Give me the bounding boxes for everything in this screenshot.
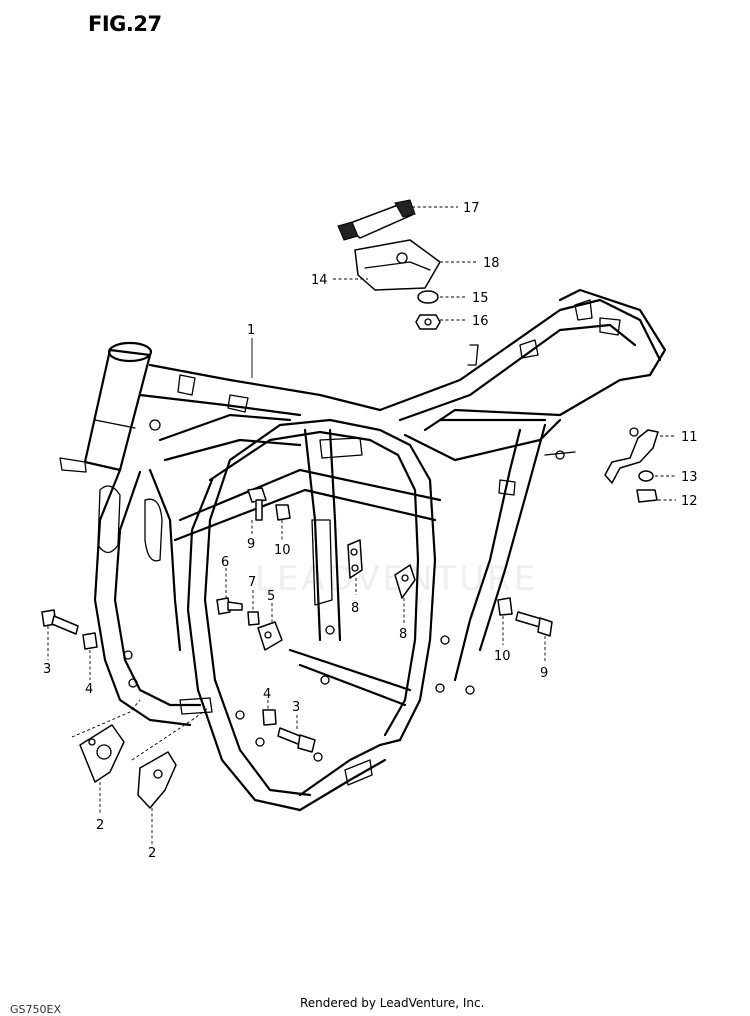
part-5-plate	[257, 621, 283, 651]
callout-5: 5	[267, 589, 275, 604]
callout-14: 14	[311, 273, 328, 288]
part-7-nut	[247, 611, 260, 626]
part-11-bracket	[604, 427, 659, 484]
callout-2a: 2	[96, 818, 104, 833]
leader-lines	[47, 206, 676, 845]
callout-3b: 3	[292, 700, 300, 715]
part-9-bolt-right	[515, 611, 553, 637]
part-3-bolt-lower	[277, 727, 316, 753]
part-4-spacer-lower	[262, 709, 277, 726]
callout-15: 15	[472, 291, 489, 306]
callout-10a: 10	[274, 543, 291, 558]
callout-9a: 9	[247, 537, 255, 552]
callout-numbers: 1 17 18 14 15 16 11 13 12 9 10 6 7 5 8 8…	[43, 201, 698, 861]
part-13-washer	[638, 470, 654, 482]
part-12-bolt	[636, 489, 658, 503]
footer-credit: Rendered by LeadVenture, Inc.	[300, 996, 485, 1010]
part-2-plate-lower	[137, 751, 177, 809]
part-18-cover	[354, 239, 441, 291]
callout-6: 6	[221, 555, 229, 570]
part-10-nut-right	[497, 597, 513, 616]
callout-8a: 8	[351, 601, 359, 616]
callout-4a: 4	[85, 682, 93, 697]
part-2-plate-left	[79, 724, 125, 783]
part-6-bolt	[216, 597, 243, 615]
part-17-strap	[337, 199, 416, 241]
callout-8b: 8	[399, 627, 407, 642]
callout-17: 17	[463, 201, 480, 216]
part-9-bolt-left	[247, 487, 267, 521]
callout-11: 11	[681, 430, 698, 445]
part-10-nut-left	[275, 504, 291, 521]
callout-9b: 9	[540, 666, 548, 681]
part-16-nut	[415, 314, 441, 330]
figure-title: FIG.27	[88, 12, 162, 36]
drawing-code: GS750EX	[10, 1003, 61, 1016]
callout-7: 7	[248, 575, 256, 590]
part-3-bolt-left	[41, 609, 79, 635]
callout-13: 13	[681, 470, 698, 485]
callout-18: 18	[483, 256, 500, 271]
callout-12: 12	[681, 494, 698, 509]
callout-4b: 4	[263, 687, 271, 702]
callout-2b: 2	[148, 846, 156, 861]
callout-10b: 10	[494, 649, 511, 664]
part-4-spacer-left	[82, 632, 98, 650]
callout-3a: 3	[43, 662, 51, 677]
motorcycle-frame	[59, 288, 667, 812]
callout-16: 16	[472, 314, 489, 329]
part-8-plate-right	[394, 564, 416, 599]
part-15-cushion	[417, 290, 439, 304]
callout-1: 1	[247, 323, 255, 338]
part-8-plate-left	[347, 539, 363, 579]
